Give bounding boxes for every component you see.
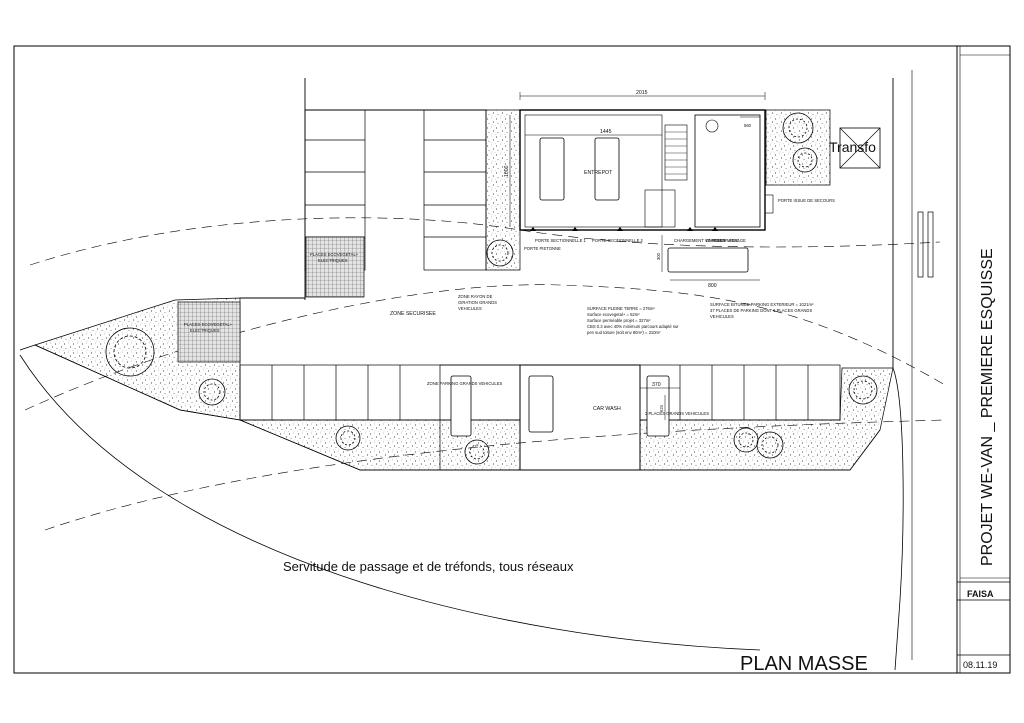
large-parking-label: ZONE PARKING GRANDS VEHICULES xyxy=(427,381,503,386)
planting-area-north-east xyxy=(765,109,831,186)
turning-radius-curve xyxy=(29,217,941,266)
transfo-box xyxy=(839,127,881,169)
surface-notes-left: SURFACE PLEINE TERRE = 276m² Surface eco… xyxy=(587,306,680,335)
project-title: PROJET WE-VAN _ PREMIERE ESQUISSE xyxy=(979,248,996,566)
entrepot-label: ENTREPOT xyxy=(584,170,613,176)
dim-carwash-depth: 624 xyxy=(659,404,664,412)
building-outline xyxy=(519,109,766,231)
dim-overall: 2015 xyxy=(636,90,648,96)
dim-office: 560 xyxy=(744,123,752,128)
entrepot-room xyxy=(524,114,663,228)
van-entrepot-1 xyxy=(539,137,565,201)
office-block xyxy=(694,114,761,228)
car-wash-label: CAR WASH xyxy=(593,406,621,412)
dim-right: 800 xyxy=(708,283,717,289)
door-label-1: PORTE SECTIONNELLE 1 xyxy=(535,238,587,243)
dimension-lines xyxy=(509,92,766,420)
storage-box xyxy=(644,189,676,228)
eco-parking-north xyxy=(305,236,365,298)
transfo-label: Transfo xyxy=(829,139,876,155)
van-icon-west xyxy=(450,375,472,437)
author-label: FAISA xyxy=(967,589,994,599)
door-label-pedestrian: PORTE PIETONNE xyxy=(524,246,561,251)
dim-entrepot-width: 1445 xyxy=(600,129,612,135)
car-wash xyxy=(519,364,641,471)
dim-entrepot-depth: 1000 xyxy=(504,165,510,177)
surface-notes-right: SURFACE BITUMEE PARKING EXTERIEUR = 1021… xyxy=(710,302,815,319)
eco-parking-north-label: PLACES ECOVEGETAL+ ELECTRIQUES xyxy=(310,252,359,263)
turning-zone-label: ZONE RAYON DE GIRATION GRANDS VEHICULES xyxy=(458,294,498,311)
van-entrepot-2 xyxy=(594,137,620,201)
public-entrance-label: ENTREE PUBLIC xyxy=(706,238,739,243)
servitude-label: Servitude de passage et de tréfonds, tou… xyxy=(283,559,574,574)
loading-label: CHARGEMENT VEHICULE xyxy=(674,238,726,243)
eco-parking-west-label: PLACES ECOVEGETAL+ ELECTRIQUES xyxy=(184,322,233,333)
van-icon-carwash xyxy=(528,375,554,433)
plan-title: PLAN MASSE xyxy=(740,653,868,675)
door-markers xyxy=(530,227,718,231)
eco-parking-west xyxy=(177,301,241,363)
large-places-label: 2 PLACES GRANDS VEHICULES xyxy=(645,411,709,416)
dim-carwash-width: 370 xyxy=(652,382,661,388)
lower-curve xyxy=(44,419,946,531)
parking-sign xyxy=(917,211,924,278)
dim-side: 300 xyxy=(656,252,661,260)
door-label-2: PORTE SECTIONNELLE 2 xyxy=(592,238,644,243)
road-edge xyxy=(19,354,904,671)
door-label-emergency: PORTE ISSUE DE SECOURS xyxy=(778,198,835,203)
planting-area-south-east xyxy=(639,367,894,471)
glass-door-label: PORTE VITRAGE xyxy=(712,238,746,243)
van-icon-east xyxy=(646,375,670,437)
date-label: 08.11.19 xyxy=(963,660,997,670)
sheet-frame xyxy=(13,45,1011,674)
parking-north-right xyxy=(423,109,487,271)
secure-zone-label: ZONE SECURISEE xyxy=(390,311,436,317)
trees xyxy=(105,112,878,465)
van-loading xyxy=(667,247,749,273)
stairs xyxy=(664,124,688,181)
